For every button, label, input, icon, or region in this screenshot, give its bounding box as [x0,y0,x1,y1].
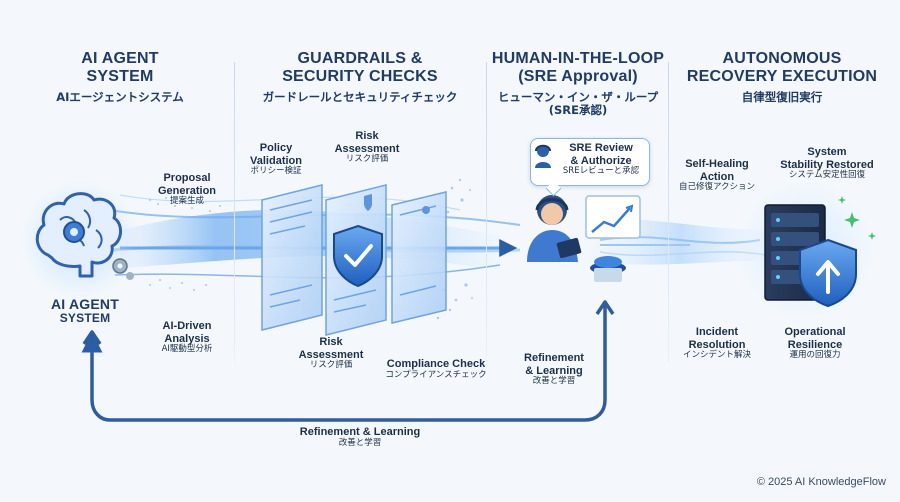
compliance-document-pane [391,191,447,324]
label-en: SRE Review & Authorize [569,142,633,167]
copyright-text: © 2025 AI KnowledgeFlow [756,476,886,488]
security-shield-icon [333,224,383,288]
refinement-learning-side-label: Refinement & Learning 改善と学習 [514,352,594,387]
section-divider [234,62,235,362]
section-divider [486,62,487,362]
label-en: AI-Driven Analysis [162,320,212,345]
label-jp: インシデント解決 [682,350,751,361]
label-jp: 提案生成 [169,196,204,207]
operational-resilience-label: Operational Resilience 運用の回復力 [770,326,860,361]
label-jp: 改善と学習 [532,376,576,387]
agent-system-label: AI AGENT SYSTEM [30,296,140,326]
brain-icon [20,180,140,300]
incident-resolution-label: Incident Resolution インシデント解決 [672,326,762,361]
sparkle-icon [838,196,876,240]
label-jp: 自己修復アクション [678,182,756,193]
label-jp: ポリシー検証 [250,166,302,177]
label-en: Compliance Check [386,358,486,370]
section-title-en: HUMAN-IN-THE-LOOP (SRE Approval) [491,50,665,86]
label-jp: システム安定性回復 [788,170,866,181]
section-heading-human: HUMAN-IN-THE-LOOP (SRE Approval) ヒューマン・イ… [488,50,668,117]
risk-assessment-bottom-label: Risk Assessment リスク評価 [286,336,376,371]
label-en: Proposal Generation [157,172,217,197]
feedback-loop-label: Refinement & Learning 改善と学習 [260,426,460,448]
section-title-en: AI AGENT SYSTEM [81,50,159,86]
compliance-check-label: Compliance Check コンプライアンスチェック [376,358,496,380]
policy-validation-label: Policy Validation ポリシー検証 [236,142,316,177]
risk-assessment-top-label: Risk Assessment リスク評価 [322,130,412,165]
proposal-generation-label: Proposal Generation 提案生成 [142,172,232,207]
label-jp: コンプライアンスチェック [385,369,487,380]
label-en: Operational Resilience [784,326,846,351]
label-jp: リスク評価 [309,360,353,371]
label-en: Self-Healing Action [685,158,749,183]
section-divider [668,62,669,362]
label-en: Risk Assessment [334,130,400,155]
label-en: System Stability Restored [780,146,874,171]
section-title-jp: AIエージェントシステム [56,89,184,104]
feedback-arrow-head-up [82,330,102,345]
recovery-shield-icon [799,238,857,308]
section-title-jp: 自律型復旧実行 [741,89,823,104]
label-jp: リスク評価 [345,154,389,165]
agent-label-sub: SYSTEM [59,311,111,326]
label-en: Refinement & Learning [299,426,421,438]
label-jp: 運用の回復力 [789,350,841,361]
sre-review-text: SRE Review & Authorize SREレビューと承認 [556,142,646,177]
self-healing-label: Self-Healing Action 自己修復アクション [672,158,762,193]
agent-label-en: AI AGENT [51,296,119,312]
section-title-en: GUARDRAILS & SECURITY CHECKS [282,50,438,86]
label-en: Policy Validation [250,142,302,167]
label-jp: AI駆動型分析 [161,344,213,355]
sre-review-bubble [530,138,650,186]
section-heading-agent: AI AGENT SYSTEM AIエージェントシステム [20,50,220,104]
label-en: Incident Resolution [688,326,746,351]
label-jp: SREレビューと承認 [562,166,640,177]
section-title-jp: ヒューマン・イン・ザ・ループ (SRE承認) [497,89,659,117]
policy-document-pane [261,184,323,331]
sre-operator-icon [527,195,641,282]
section-heading-recovery: AUTONOMOUS RECOVERY EXECUTION 自律型復旧実行 [672,50,892,104]
section-heading-guardrails: GUARDRAILS & SECURITY CHECKS ガードレールとセキュリ… [250,50,470,104]
stability-restored-label: System Stability Restored システム安定性回復 [772,146,882,181]
label-en: Risk Assessment [298,336,364,361]
feedback-arrow-head-right [595,300,615,315]
section-title-en: AUTONOMOUS RECOVERY EXECUTION [686,50,878,86]
section-title-jp: ガードレールとセキュリティチェック [262,89,458,104]
label-en: Refinement & Learning [524,352,584,377]
feedback-loop-arrow [81,305,607,422]
headset-user-icon [534,142,552,168]
ai-analysis-label: AI-Driven Analysis AI駆動型分析 [142,320,232,355]
label-jp: 改善と学習 [338,437,382,448]
